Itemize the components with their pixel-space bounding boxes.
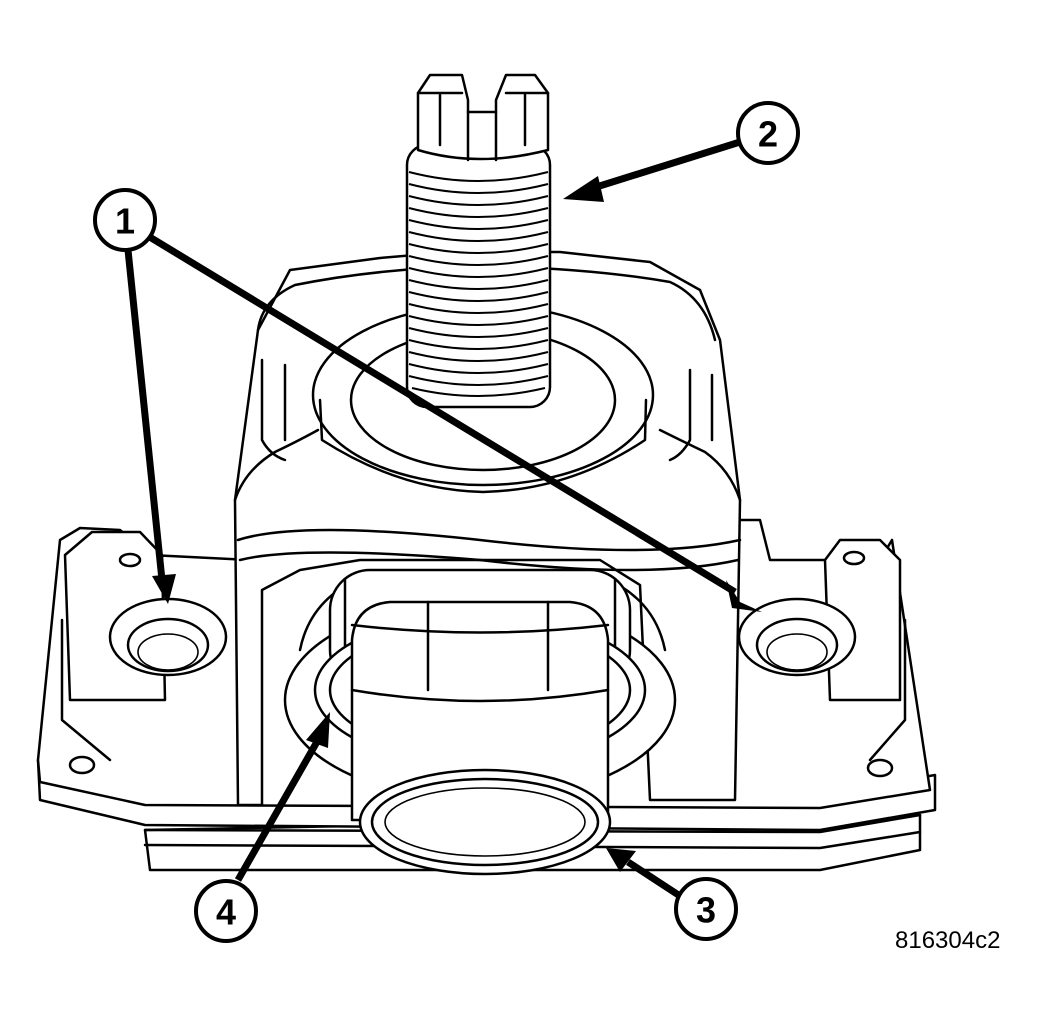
callout-1-label: 1 bbox=[115, 201, 135, 242]
leader-3 bbox=[626, 859, 682, 899]
threaded-adjuster bbox=[405, 73, 552, 409]
leader-4 bbox=[234, 738, 322, 882]
callout-1: 1 bbox=[93, 188, 157, 252]
leader-1a bbox=[124, 249, 166, 581]
callout-2-label: 2 bbox=[758, 114, 778, 155]
leader-2 bbox=[588, 138, 742, 193]
callout-2: 2 bbox=[736, 101, 800, 165]
figure-id: 816304c2 bbox=[895, 927, 1000, 954]
arrowhead-2 bbox=[563, 176, 604, 202]
callout-3-label: 3 bbox=[696, 890, 716, 931]
callout-4-label: 4 bbox=[216, 892, 236, 933]
leader-lines bbox=[124, 138, 762, 899]
arrowhead-3 bbox=[606, 848, 636, 872]
arrowhead-1b bbox=[726, 580, 762, 612]
electrical-connector bbox=[350, 600, 612, 876]
arrowhead-4 bbox=[306, 712, 330, 748]
callout-3: 3 bbox=[674, 877, 738, 941]
arrowhead-1a bbox=[152, 574, 176, 604]
callout-4: 4 bbox=[194, 879, 258, 943]
mounting-hole-right bbox=[737, 597, 857, 677]
leader-1b bbox=[146, 233, 737, 595]
mounting-hole-left bbox=[108, 597, 228, 677]
